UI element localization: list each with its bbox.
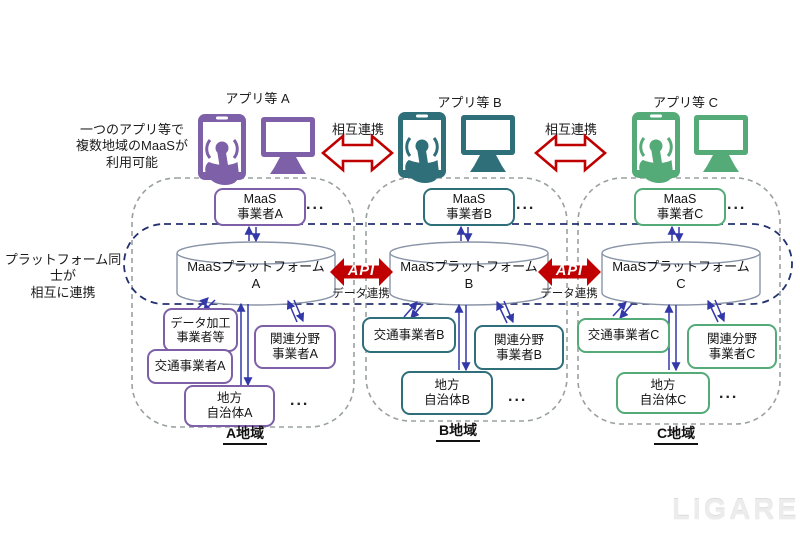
region-dots-a: ... <box>290 392 310 409</box>
watermark-logo: LIGARE <box>672 494 800 526</box>
mutual-arrow-bc <box>533 133 608 173</box>
region-c-boundary <box>577 177 781 425</box>
region-dots-b: ... <box>508 388 528 405</box>
note-multi-region: 一つのアプリ等で 複数地域のMaaSが 利用可能 <box>76 122 188 170</box>
box-municipality-c: 地方 自治体C <box>616 372 710 414</box>
operator-dots-a: ... <box>306 196 326 213</box>
operator-box-a: MaaS 事業者A <box>214 188 306 226</box>
tablet-touch-icon-b <box>398 112 446 183</box>
platform-label-b: MaaSプラットフォーム B <box>400 259 538 291</box>
monitor-icon-a <box>261 117 315 174</box>
region-label-c: C地域 <box>654 423 699 445</box>
platform-cylinder-a <box>176 241 336 306</box>
app-label-a: アプリ等 A <box>225 91 290 106</box>
box-related-b: 関連分野 事業者B <box>474 325 564 370</box>
data-link-label-ab: データ連携 <box>332 288 390 300</box>
region-label-b: B地域 <box>436 420 481 442</box>
operator-box-b: MaaS 事業者B <box>423 188 515 226</box>
arrows-platform-related-c <box>707 299 726 323</box>
arrows-operator-platform-a <box>244 225 261 243</box>
arrows-platform-transport-c <box>612 301 633 319</box>
api-label-bc: API <box>555 263 584 279</box>
platform-cylinder-c <box>601 241 761 306</box>
api-arrow-ab <box>330 258 393 286</box>
arrows-platform-transport-b <box>403 301 424 319</box>
monitor-icon-c <box>694 115 748 172</box>
arrows-platform-related-a <box>286 299 305 323</box>
platform-label-c: MaaSプラットフォーム C <box>612 259 750 291</box>
app-label-b: アプリ等 B <box>437 95 502 110</box>
operator-dots-b: ... <box>516 196 536 213</box>
mutual-label-bc: 相互連携 <box>544 122 597 137</box>
box-municipality-b: 地方 自治体B <box>401 371 493 415</box>
note-platform-coop: プラットフォーム同士が 相互に連携 <box>4 252 122 300</box>
mutual-arrow-ab <box>320 133 395 173</box>
region-dots-c: ... <box>719 385 739 402</box>
api-label-ab: API <box>347 263 376 279</box>
arrows-platform-municipality-b <box>454 303 471 372</box>
tablet-touch-icon-a <box>198 114 246 185</box>
region-b-boundary <box>365 177 568 422</box>
box-municipality-a: 地方 自治体A <box>184 385 275 427</box>
operator-box-c: MaaS 事業者C <box>634 188 726 226</box>
data-link-label-bc: データ連携 <box>540 288 598 300</box>
box-transport-a: 交通事業者A <box>147 349 233 384</box>
box-transport-b: 交通事業者B <box>362 317 456 353</box>
app-label-c: アプリ等 C <box>652 95 718 110</box>
box-transport-c: 交通事業者C <box>577 318 670 353</box>
arrows-platform-municipality-a <box>236 302 253 387</box>
box-related-c: 関連分野 事業者C <box>687 324 777 369</box>
tablet-touch-icon-c <box>632 112 680 183</box>
box-related-a: 関連分野 事業者A <box>254 325 336 369</box>
monitor-icon-b <box>461 115 515 172</box>
arrows-operator-platform-c <box>667 225 684 243</box>
api-arrow-bc <box>538 258 601 286</box>
arrows-platform-related-b <box>496 300 515 324</box>
arrows-platform-municipality-c <box>664 303 681 372</box>
mutual-label-ab: 相互連携 <box>331 122 384 137</box>
platform-label-a: MaaSプラットフォーム A <box>187 259 325 291</box>
box-data-processor-a: データ加工 事業者等 <box>163 308 238 352</box>
operator-dots-c: ... <box>727 196 747 213</box>
region-label-a: A地域 <box>223 423 268 445</box>
arrows-operator-platform-b <box>456 225 473 243</box>
